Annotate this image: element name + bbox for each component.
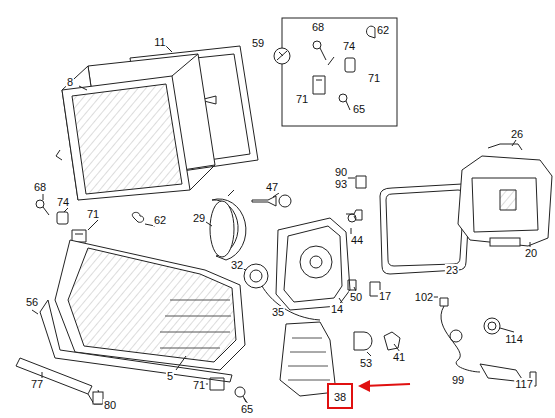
callout-number: 38 [334,391,346,403]
callout-number: 68 [33,181,47,193]
callout-number: 117 [514,378,534,390]
callout-number: 5 [166,370,174,382]
callout-number: 20 [524,247,538,259]
callout-number: 99 [451,374,465,386]
callout-number: 80 [103,399,117,411]
callout-number: 59 [251,37,265,49]
callout-number: 50 [349,291,363,303]
callout-number: 74 [342,40,356,52]
callout-number: 71 [86,208,100,220]
callout-number: 26 [510,128,524,140]
callout-number: 93 [334,178,348,190]
callout-number: 62 [376,24,390,36]
callout-number: 65 [352,103,366,115]
callout-number: 90 [334,166,348,178]
callout-number: 41 [392,351,406,363]
callout-number: 32 [230,259,244,271]
callout-number: 65 [240,403,254,415]
callout-number: 17 [378,290,392,302]
callout-number: 102 [414,291,434,303]
callout-number: 68 [311,21,325,33]
callout-number: 71 [295,93,309,105]
callout-number: 74 [56,196,70,208]
callout-number: 77 [30,378,44,390]
callout-number: 47 [265,181,279,193]
callout-number: 114 [504,333,524,345]
callout-number: 11 [153,36,166,48]
callout-number: 44 [350,234,364,246]
callout-number: 14 [330,303,344,315]
callout-number: 35 [271,306,285,318]
callout-number: 23 [445,264,459,276]
callout-number: 71 [192,379,206,391]
callout-number: 29 [192,212,206,224]
callout-number: 8 [66,76,74,88]
callout-number: 62 [153,214,167,226]
callout-number: 53 [359,357,373,369]
callout-number: 71 [367,72,381,84]
highlight-box: 38 [327,383,353,409]
callout-number: 56 [25,296,39,308]
